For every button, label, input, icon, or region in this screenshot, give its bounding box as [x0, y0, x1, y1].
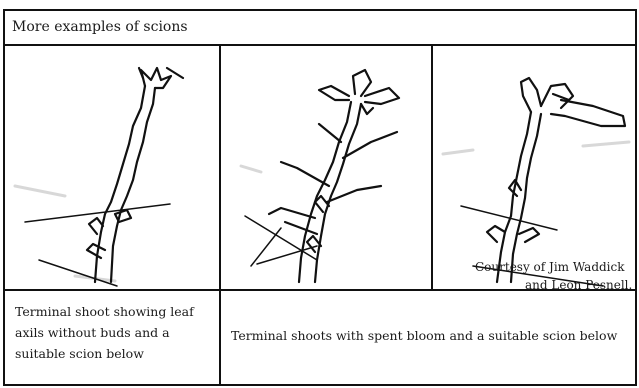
table-title-row: More examples of scions — [5, 11, 635, 46]
image-row: Courtesy of Jim Waddick and Leon Pesnell… — [5, 46, 635, 291]
image-cell-2 — [221, 46, 433, 289]
caption-row: Terminal shoot showing leaf axils withou… — [5, 291, 635, 384]
credit-line-1: Courtesy of Jim Waddick — [475, 259, 625, 275]
scion-drawing-3-icon — [433, 46, 635, 289]
scion-drawing-1-icon — [5, 46, 219, 289]
image-cell-1 — [5, 46, 221, 289]
scion-drawing-2-icon — [221, 46, 431, 289]
table-title: More examples of scions — [12, 19, 188, 35]
caption-cell-1: Terminal shoot showing leaf axils withou… — [5, 291, 221, 384]
scion-examples-table: More examples of scions — [3, 9, 637, 386]
caption-first: Terminal shoot showing leaf axils withou… — [15, 301, 215, 364]
image-cell-3: Courtesy of Jim Waddick and Leon Pesnell… — [433, 46, 635, 289]
caption-second: Terminal shoots with spent bloom and a s… — [231, 328, 617, 344]
